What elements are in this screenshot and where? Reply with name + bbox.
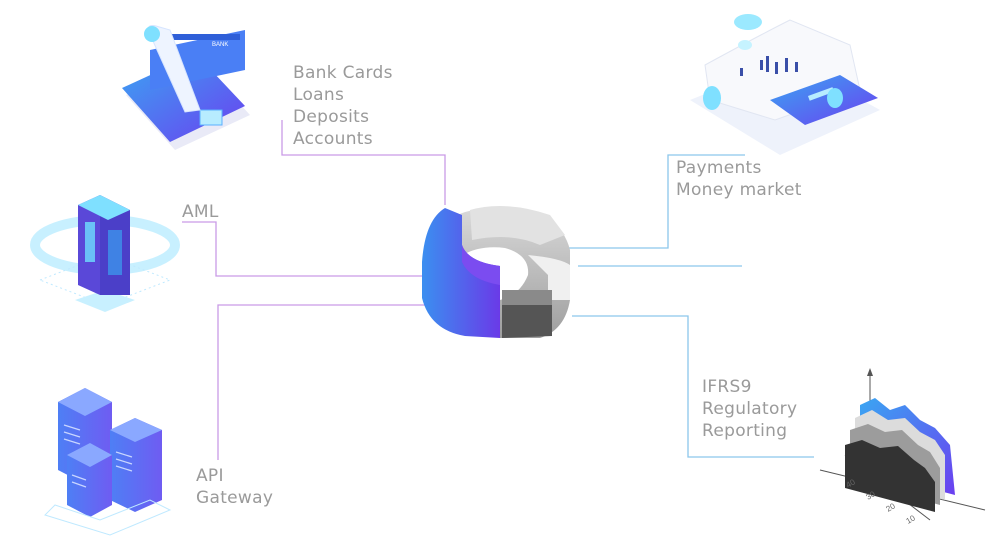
- api-gateway-label: API Gateway: [196, 465, 273, 509]
- label-payments: Payments: [676, 158, 762, 178]
- label-aml: AML: [182, 202, 219, 222]
- receipt-card-icon: [690, 14, 880, 155]
- axis-tick-3: 20: [885, 501, 898, 514]
- label-reporting: Reporting: [702, 421, 788, 441]
- connector-bank: [281, 120, 446, 205]
- connector-ifrs: [572, 315, 814, 458]
- connector-api: [217, 304, 425, 460]
- axis-tick-4: 10: [905, 513, 918, 526]
- aml-chip-icon: [30, 195, 180, 312]
- label-accounts: Accounts: [293, 129, 373, 149]
- ring-hub-icon: [422, 206, 570, 338]
- connector-aml: [182, 221, 425, 277]
- ifrs-label: IFRS9 Regulatory Reporting: [702, 376, 797, 442]
- label-deposits: Deposits: [293, 107, 370, 127]
- connector-payments: [565, 154, 745, 249]
- label-api: API: [196, 466, 224, 486]
- server-stack-icon: [44, 388, 172, 536]
- aml-label: AML: [182, 201, 219, 223]
- svg-text:BANK: BANK: [212, 42, 228, 48]
- chart-3d-icon: [819, 368, 986, 521]
- label-gateway: Gateway: [196, 488, 274, 508]
- label-money-market: Money market: [676, 180, 802, 200]
- payments-label: Payments Money market: [676, 157, 802, 201]
- label-bank-cards: Bank Cards: [293, 63, 393, 83]
- label-loans: Loans: [293, 85, 345, 105]
- bank-card-icon: BANK: [122, 25, 250, 150]
- label-ifrs9: IFRS9: [702, 377, 752, 397]
- bank-products-label: Bank Cards Loans Deposits Accounts: [293, 62, 393, 150]
- label-regulatory: Regulatory: [702, 399, 798, 419]
